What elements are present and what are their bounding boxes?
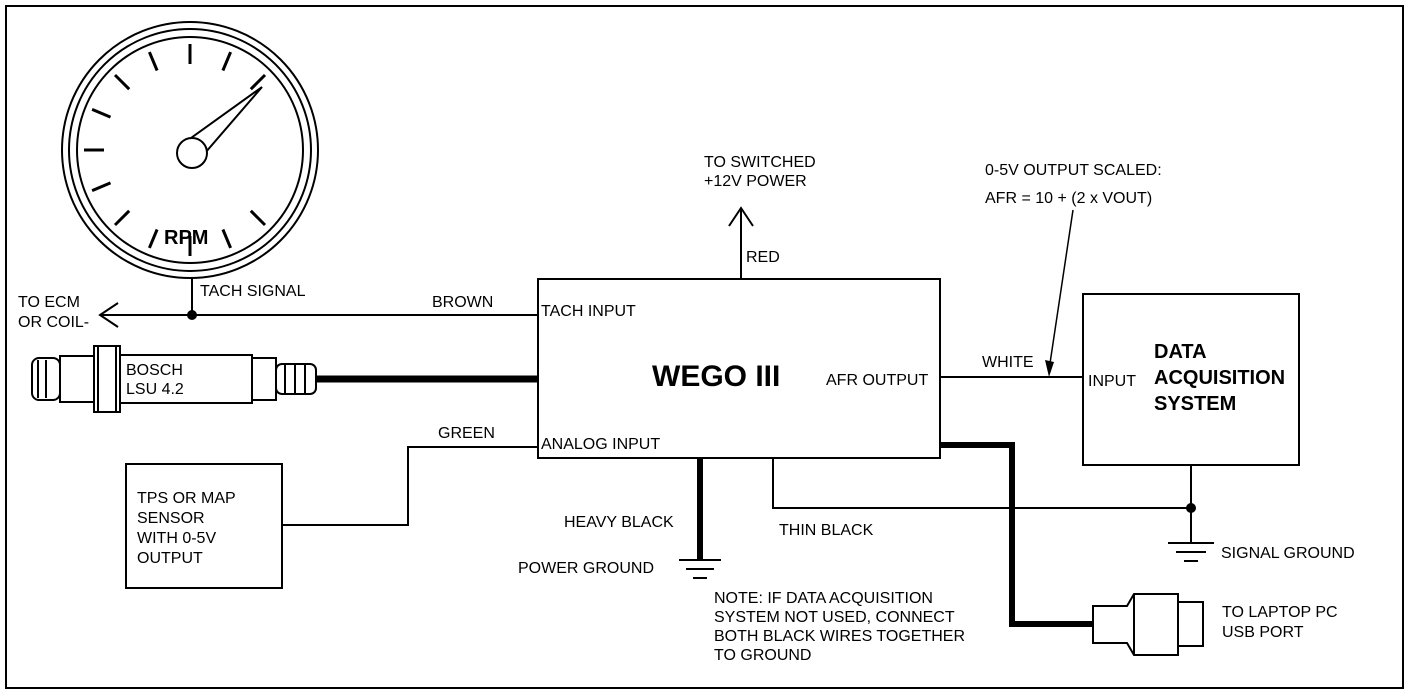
switched-power-label-2: +12V POWER	[704, 173, 807, 190]
red-wire-label: RED	[746, 249, 780, 266]
gauge-tick	[249, 73, 267, 91]
to-ecm-arrow-icon	[98, 302, 119, 328]
thin-black-label: THIN BLACK	[779, 522, 874, 539]
sensor-label-2: LSU 4.2	[126, 381, 184, 398]
switched-power-label-1: TO SWITCHED	[704, 154, 816, 171]
green-wire-label: GREEN	[438, 425, 495, 442]
gauge-tick	[249, 209, 267, 227]
laptop-label-2: USB PORT	[1222, 624, 1304, 641]
daq-title-2: ACQUISITION	[1154, 367, 1285, 389]
sensor-shell	[119, 354, 253, 404]
gauge-tick	[91, 108, 112, 119]
to-ecm-label-1: TO ECM	[18, 294, 80, 311]
rpm-gauge: RPM	[61, 21, 319, 279]
heavy-black-label: HEAVY BLACK	[564, 514, 674, 531]
usb-plug-body	[1092, 593, 1179, 656]
thin-black-wire	[772, 458, 1191, 509]
wego-box	[537, 278, 941, 459]
gauge-tick	[221, 228, 232, 249]
daq-title-3: SYSTEM	[1154, 393, 1236, 415]
signal-ground-junction-dot	[1186, 503, 1196, 513]
usb-cable	[940, 442, 1093, 627]
scaled-pointer-arrowhead	[1045, 360, 1054, 377]
scaled-pointer-line	[1048, 209, 1074, 371]
tach-junction-dot	[187, 310, 197, 320]
scaled-output-label-2: AFR = 10 + (2 x VOUT)	[985, 190, 1152, 207]
tps-label-1: TPS OR MAP	[137, 490, 236, 507]
gauge-tick	[148, 51, 159, 72]
note-line-1: NOTE: IF DATA ACQUISITION	[714, 590, 933, 607]
sensor-body	[59, 355, 95, 403]
tps-label-3: WITH 0-5V	[137, 530, 216, 547]
gauge-tick	[113, 73, 131, 91]
sensor-label-1: BOSCH	[126, 362, 183, 379]
tach-signal-label: TACH SIGNAL	[200, 283, 306, 300]
wego-title: WEGO III	[652, 360, 780, 393]
gauge-tick	[148, 228, 159, 249]
note-line-3: BOTH BLACK WIRES TOGETHER	[714, 628, 965, 645]
gauge-hub	[176, 137, 208, 169]
gauge-ring-2	[68, 28, 312, 272]
wego-analog-input: ANALOG INPUT	[541, 436, 660, 453]
bosch-sensor: BOSCH LSU 4.2	[31, 345, 317, 413]
gauge-ring-3	[76, 36, 304, 264]
daq-box	[1082, 293, 1300, 466]
wego-afr-output: AFR OUTPUT	[826, 372, 928, 389]
wego-tach-input: TACH INPUT	[541, 303, 636, 320]
signal-ground-label: SIGNAL GROUND	[1221, 545, 1355, 562]
power-arrow-icon	[728, 206, 754, 227]
sensor-collar	[251, 357, 277, 401]
usb-connector-icon	[1092, 593, 1204, 656]
gauge-tick	[113, 209, 131, 227]
usb-plug-tip	[1177, 601, 1204, 647]
brown-wire-label: BROWN	[432, 294, 493, 311]
daq-title-1: DATA	[1154, 341, 1207, 363]
white-wire-label: WHITE	[982, 354, 1034, 371]
to-ecm-label-2: OR COIL-	[18, 314, 89, 331]
scaled-output-label-1: 0-5V OUTPUT SCALED:	[985, 162, 1162, 179]
gauge-label: RPM	[164, 227, 208, 249]
gauge-ticks	[84, 44, 267, 256]
tps-map-box	[125, 463, 283, 589]
tps-label-2: SENSOR	[137, 510, 205, 527]
daq-input-label: INPUT	[1088, 373, 1136, 390]
note-line-4: TO GROUND	[714, 647, 811, 664]
outer-border	[5, 5, 1404, 689]
gauge-tick	[221, 51, 232, 72]
laptop-label-1: TO LAPTOP PC	[1222, 604, 1338, 621]
tps-label-4: OUTPUT	[137, 550, 203, 567]
green-analog-wire	[282, 446, 538, 526]
gauge-tick	[91, 181, 112, 192]
power-ground-label: POWER GROUND	[518, 560, 654, 577]
note-line-2: SYSTEM NOT USED, CONNECT	[714, 609, 955, 626]
